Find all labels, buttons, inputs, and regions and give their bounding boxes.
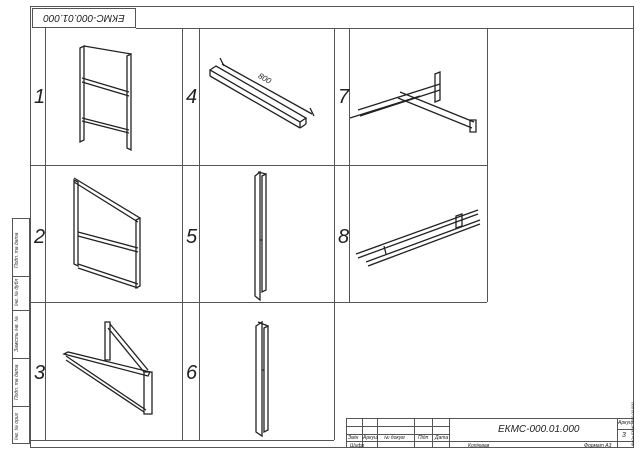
title-block-rule [449,418,450,448]
side-stamp-rule [12,276,30,277]
title-block-format: Формат А3 [584,443,612,449]
title-block-copied: Копіював [468,443,490,449]
title-block-sheet-label: Аркуш [618,420,634,426]
part-3-triangular-bracket [62,321,153,415]
title-block-rule [346,426,450,427]
part-1-frame-with-crossbar [79,44,132,152]
title-block-rule [617,418,618,448]
title-block-rule [346,434,450,435]
grid-line [30,302,487,303]
part-number-7: 7 [338,86,350,108]
part-number-2: 2 [34,226,46,248]
title-block-cipher: Шифр [350,443,365,449]
side-stamp [12,218,30,444]
part-number-3: 3 [34,362,46,384]
title-block-rule [432,418,433,448]
part-number-4: 4 [186,86,198,108]
drawing-frame [30,6,634,448]
part-number-6: 6 [186,362,198,384]
part-number-8: 8 [338,226,350,248]
title-block-sheet-number: 3 [622,432,626,439]
top-stamp-rule [136,28,634,29]
side-stamp-rule [12,406,30,407]
title-block-rule [346,441,634,442]
grid-line [487,28,488,302]
title-block-col-change: Змін [348,435,359,441]
title-block-rule [377,418,378,448]
top-stamp: ЕКМС-000.01.000 [32,8,136,28]
part-4-square-tube [208,57,315,129]
title-block [346,418,634,448]
title-block-designation: ЕКМС-000.01.000 [498,424,580,435]
part-7-cross-beam-assembly [349,71,477,133]
grid-line [30,165,487,166]
side-stamp-rule [12,358,30,359]
part-5-upright-post [254,170,267,302]
title-block-rule [617,429,634,430]
grid-line [199,28,200,440]
title-block-rule [414,418,415,448]
grid-line [30,440,334,441]
title-block-col-sheet: Аркуш [363,435,379,441]
side-stamp-rule [12,310,30,311]
title-block-rule [362,418,363,448]
grid-line [182,28,183,440]
right-vertical-label: Файл ЕКМС-000.00.000 [630,402,635,446]
part-number-1: 1 [34,86,46,108]
title-block-col-sign: Підп [418,435,429,441]
grid-line [45,28,46,440]
part-2-slanted-frame [73,177,141,290]
grid-line [334,28,335,440]
part-6-upright-post-short [255,320,269,438]
part-number-5: 5 [186,226,198,248]
title-block-col-date: Дата [435,435,449,441]
part-8-parallel-rails [355,209,481,267]
title-block-col-doc: № докум [384,435,405,441]
